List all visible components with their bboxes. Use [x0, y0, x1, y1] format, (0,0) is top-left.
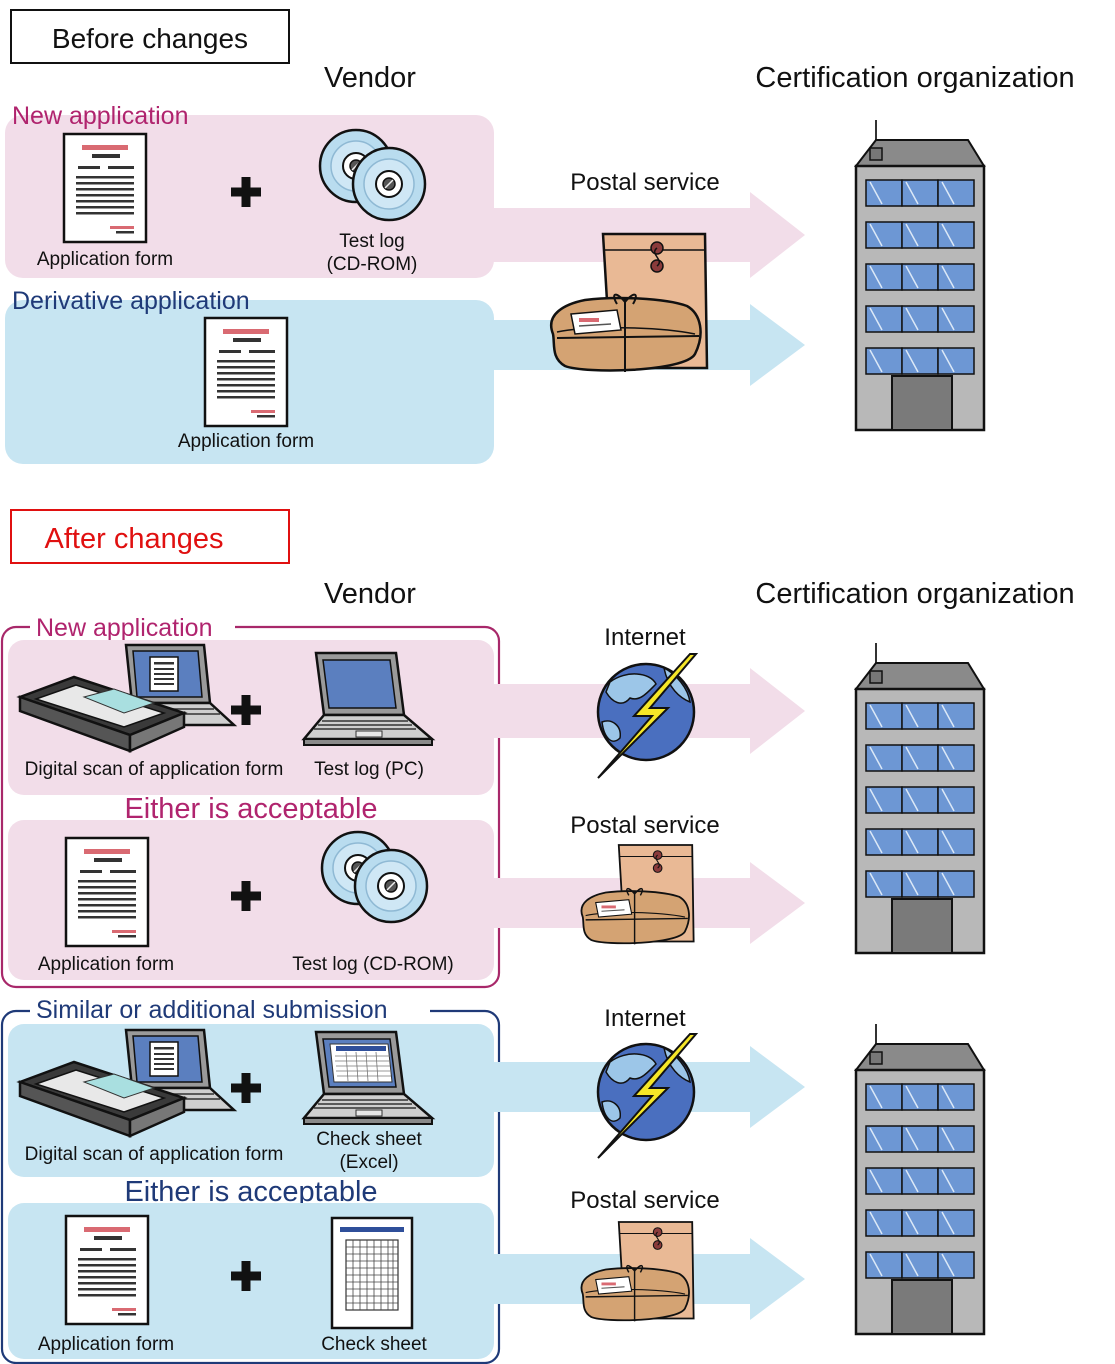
- after-similar-check-excel-caption-1: Check sheet: [316, 1129, 422, 1150]
- before-postal-label: Postal service: [570, 169, 719, 196]
- after-title: After changes: [45, 523, 224, 555]
- office-building-icon: [856, 120, 984, 430]
- after-similar-scan-caption: Digital scan of application form: [25, 1144, 284, 1165]
- after-new-scan-caption: Digital scan of application form: [25, 759, 284, 780]
- application-form-document-icon: [64, 1214, 150, 1326]
- after-new-app-group: [0, 625, 501, 989]
- check-sheet-icon: [330, 1216, 414, 1330]
- after-similar-internet-label: Internet: [604, 1005, 686, 1032]
- postal-package-icon: [580, 844, 695, 946]
- before-testlog-caption-2: (CD-ROM): [327, 254, 418, 275]
- after-similar-postal-label: Postal service: [570, 1187, 719, 1214]
- after-new-internet-label: Internet: [604, 624, 686, 651]
- after-new-testlog-pc-caption: Test log (PC): [314, 759, 424, 780]
- before-new-app-label: New application: [12, 102, 189, 130]
- after-new-either: Either is acceptable: [124, 793, 377, 825]
- before-derivative-label: Derivative application: [12, 287, 250, 315]
- application-form-document-icon: [64, 836, 150, 948]
- after-new-testlog-cd-caption: Test log (CD-ROM): [292, 954, 454, 975]
- before-title: Before changes: [52, 23, 248, 54]
- postal-package-icon: [580, 1221, 695, 1323]
- before-new-form-caption: Application form: [37, 249, 173, 270]
- before-vendor-label: Vendor: [324, 62, 416, 94]
- internet-globe-icon: [596, 652, 698, 780]
- after-similar-check-excel-caption-2: (Excel): [339, 1152, 398, 1173]
- after-new-form-caption: Application form: [38, 954, 174, 975]
- before-cert-label: Certification organization: [755, 62, 1074, 94]
- after-similar-either: Either is acceptable: [124, 1176, 377, 1208]
- after-similar-check-caption: Check sheet: [321, 1334, 427, 1355]
- application-form-document-icon: [203, 316, 289, 428]
- after-new-postal-label: Postal service: [570, 812, 719, 839]
- before-title-box: [10, 9, 290, 64]
- after-similar-label: Similar or additional submission: [36, 996, 388, 1024]
- after-similar-form-caption: Application form: [38, 1334, 174, 1355]
- after-vendor-label: Vendor: [324, 578, 416, 610]
- after-new-app-label: New application: [36, 614, 213, 642]
- after-title-box: [10, 509, 290, 564]
- before-deriv-form-caption: Application form: [178, 431, 314, 452]
- internet-globe-icon: [596, 1032, 698, 1160]
- office-building-icon: [856, 1024, 984, 1334]
- before-testlog-caption-1: Test log: [339, 231, 404, 252]
- office-building-icon: [856, 643, 984, 953]
- application-form-document-icon: [62, 132, 148, 244]
- after-cert-label: Certification organization: [755, 578, 1074, 610]
